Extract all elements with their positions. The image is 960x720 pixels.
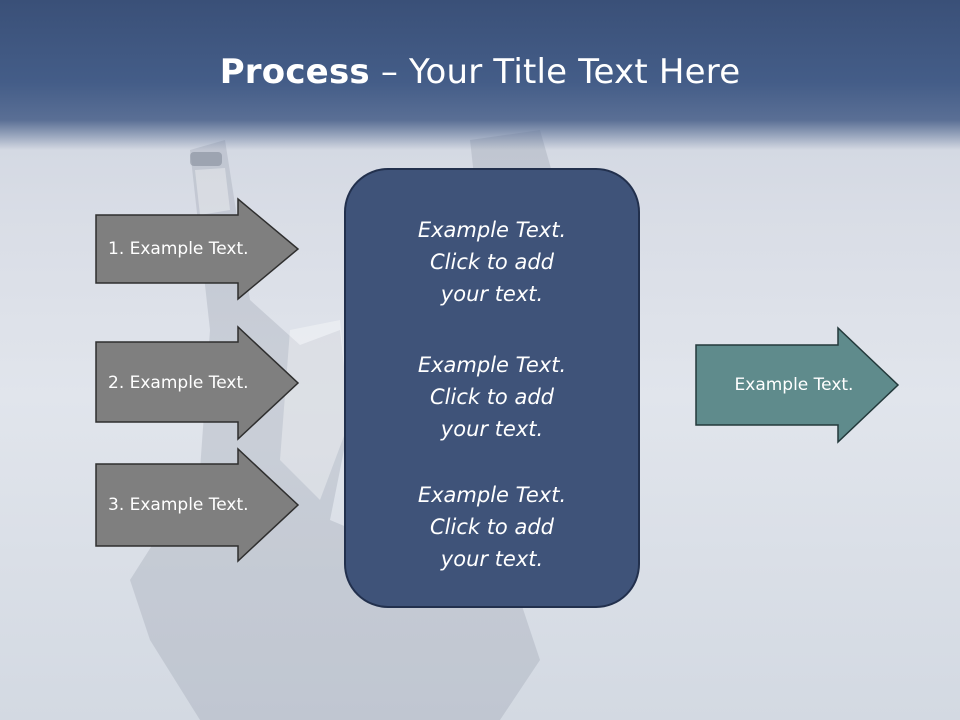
- input-arrow-label: 1. Example Text.: [108, 239, 249, 259]
- center-text-block-3[interactable]: Example Text. Click to add your text.: [346, 479, 638, 575]
- arrow-shape: [95, 447, 300, 563]
- center-text-line: Click to add: [429, 250, 554, 274]
- center-text-line: Example Text.: [417, 483, 567, 507]
- center-text-line: Click to add: [429, 385, 554, 409]
- input-arrow-3[interactable]: 3. Example Text.: [94, 447, 300, 563]
- center-text-line: Click to add: [429, 515, 554, 539]
- center-text-block-2[interactable]: Example Text. Click to add your text.: [346, 349, 638, 445]
- title-rest: – Your Title Text Here: [369, 52, 741, 92]
- slide-title[interactable]: Process – Your Title Text Here: [0, 52, 960, 92]
- arrow-shape: [95, 325, 300, 441]
- center-text-line: your text.: [440, 417, 544, 441]
- center-text-line: your text.: [440, 547, 544, 571]
- center-process-box[interactable]: Example Text. Click to add your text. Ex…: [344, 168, 640, 608]
- center-text-line: your text.: [440, 282, 544, 306]
- output-arrow-label: Example Text.: [734, 375, 854, 395]
- input-arrow-1[interactable]: 1. Example Text.: [94, 197, 300, 301]
- input-arrow-label: 2. Example Text.: [108, 373, 249, 393]
- title-band: [0, 0, 960, 150]
- arrow-shape: [695, 326, 900, 444]
- center-text-line: Example Text.: [417, 218, 567, 242]
- input-arrow-2[interactable]: 2. Example Text.: [94, 325, 300, 441]
- center-text-block-1[interactable]: Example Text. Click to add your text.: [346, 214, 638, 310]
- output-arrow[interactable]: Example Text.: [694, 326, 900, 444]
- center-text-line: Example Text.: [417, 353, 567, 377]
- arrow-shape: [95, 197, 300, 301]
- title-bold: Process: [219, 52, 370, 92]
- input-arrow-label: 3. Example Text.: [108, 495, 249, 515]
